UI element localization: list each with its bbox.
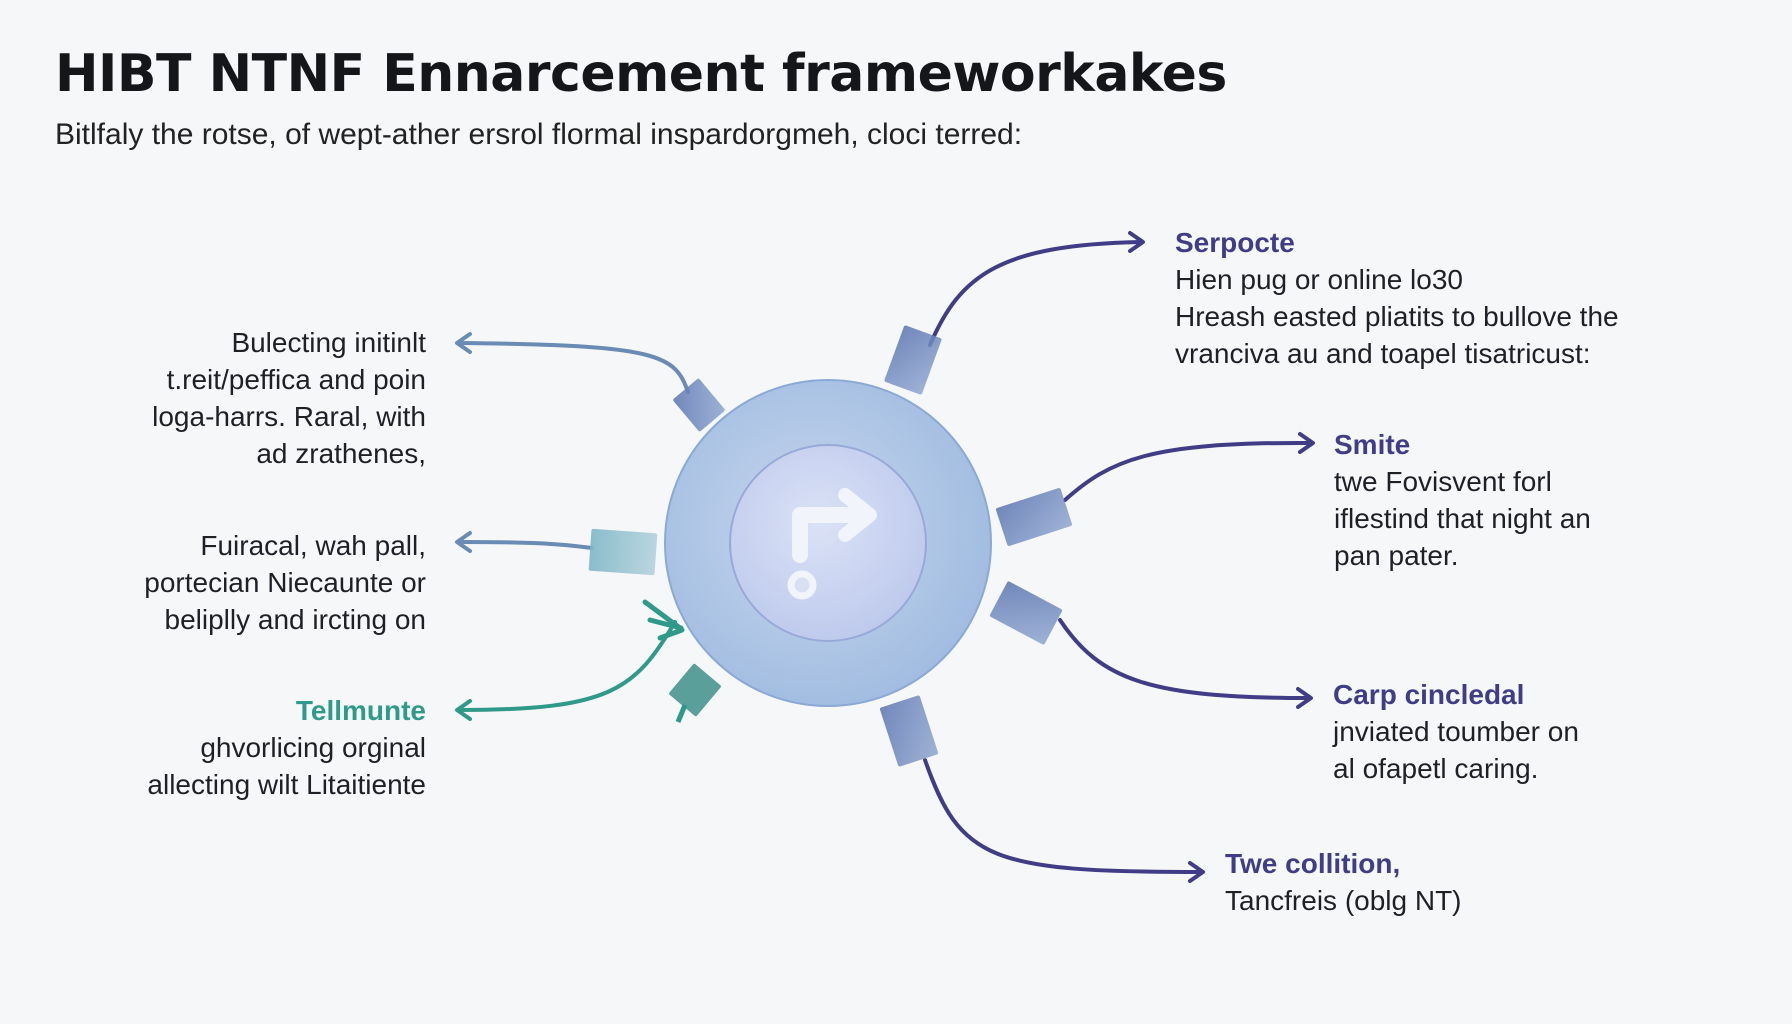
arrowhead-fuiracal [455, 531, 472, 553]
node-carp-cincledal: Carp cincledal jnviated toumber on al of… [1333, 676, 1579, 787]
node-serpocte: Serpocte Hien pug or online lo30 Hreash … [1175, 224, 1619, 372]
node-line: Fuiracal, wah pall, [200, 530, 426, 561]
node-line: pan pater. [1334, 540, 1459, 571]
node-line: al ofapetl caring. [1333, 753, 1539, 784]
node-line: Bulecting initinlt [231, 327, 426, 358]
connector-line-fuiracal [458, 540, 594, 550]
page-title: HIBT NTNF Ennarcement frameworkakes [55, 44, 1227, 104]
arrowhead-carp [1296, 687, 1313, 709]
arrowhead-smite [1298, 432, 1315, 454]
node-line: Hien pug or online lo30 [1175, 264, 1463, 295]
node-line: loga-harrs. Raral, with [152, 401, 426, 432]
connector-line-smite [1063, 440, 1312, 502]
node-line: t.reit/peffica and poin [166, 364, 426, 395]
arrowhead-serpocte [1128, 231, 1145, 253]
node-fuiracal: Fuiracal, wah pall, portecian Niecaunte … [144, 527, 426, 638]
node-line: ghvorlicing orginal [200, 732, 426, 763]
node-line: iflestind that night an [1334, 503, 1591, 534]
connector-blocks [588, 325, 1072, 767]
arrowhead-twe [1188, 861, 1205, 883]
node-line: twe Fovisvent forl [1334, 466, 1552, 497]
node-line: ad zrathenes, [256, 438, 426, 469]
node-line: Hreash easted pliatits to bullove the [1175, 301, 1619, 332]
node-title: Twe collition, [1225, 848, 1401, 879]
node-title: Serpocte [1175, 227, 1295, 258]
connector-line-twe [923, 758, 1202, 874]
fork-arrow-teal [642, 599, 685, 641]
arrowhead-bulecting [455, 332, 472, 354]
node-tellmunte: Tellmunte ghvorlicing orginal allecting … [147, 692, 426, 803]
connector-line-bulecting [458, 341, 690, 394]
connector-line-carp [1058, 618, 1310, 700]
node-twe-collition: Twe collition, Tancfreis (oblg NT) [1225, 845, 1462, 919]
node-line: Tancfreis (oblg NT) [1225, 885, 1462, 916]
node-smite: Smite twe Fovisvent forl iflestind that … [1334, 426, 1591, 574]
node-title: Carp cincledal [1333, 679, 1525, 710]
turn-right-arrow-icon [787, 488, 877, 600]
node-line: allecting wilt Litaitiente [147, 769, 426, 800]
hub-inner-circle [729, 444, 927, 642]
node-line: jnviated toumber on [1333, 716, 1579, 747]
node-line: portecian Niecaunte or [144, 567, 426, 598]
page-subtitle: Bitlfaly the rotse, of wept-ather ersrol… [55, 118, 1023, 151]
node-title: Tellmunte [295, 695, 426, 726]
arrowhead-tellmunte [455, 699, 472, 721]
node-line: vranciva au and toapel tisatricust: [1175, 338, 1591, 369]
connector-line-serpocte [928, 240, 1142, 347]
node-title: Smite [1334, 429, 1411, 460]
node-line: beliplly and ircting on [164, 604, 427, 635]
node-bulecting: Bulecting initinlt t.reit/peffica and po… [152, 324, 426, 472]
connector-line-tellmunte [458, 620, 677, 712]
